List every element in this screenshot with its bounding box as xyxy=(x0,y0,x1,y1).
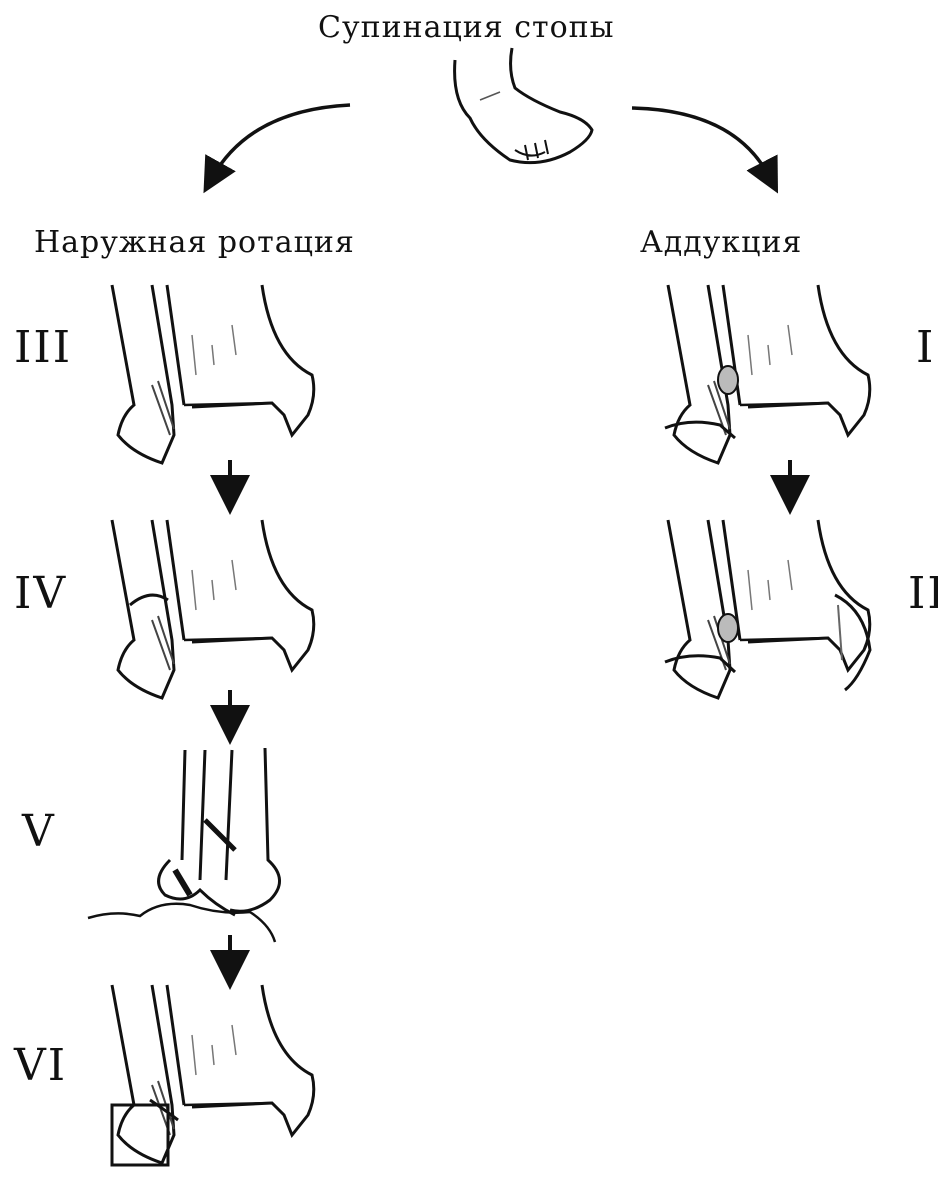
ankle-stage-3 xyxy=(112,285,314,463)
ankle-stage-5 xyxy=(88,748,280,942)
ankle-stage-2 xyxy=(665,520,870,698)
ankle-stage-1 xyxy=(665,285,870,463)
curved-arrow-left xyxy=(212,105,350,178)
ankle-stage-4 xyxy=(112,520,314,698)
curved-arrow-right xyxy=(632,108,770,178)
foot-icon xyxy=(455,48,592,163)
ankle-stage-6 xyxy=(112,985,314,1165)
